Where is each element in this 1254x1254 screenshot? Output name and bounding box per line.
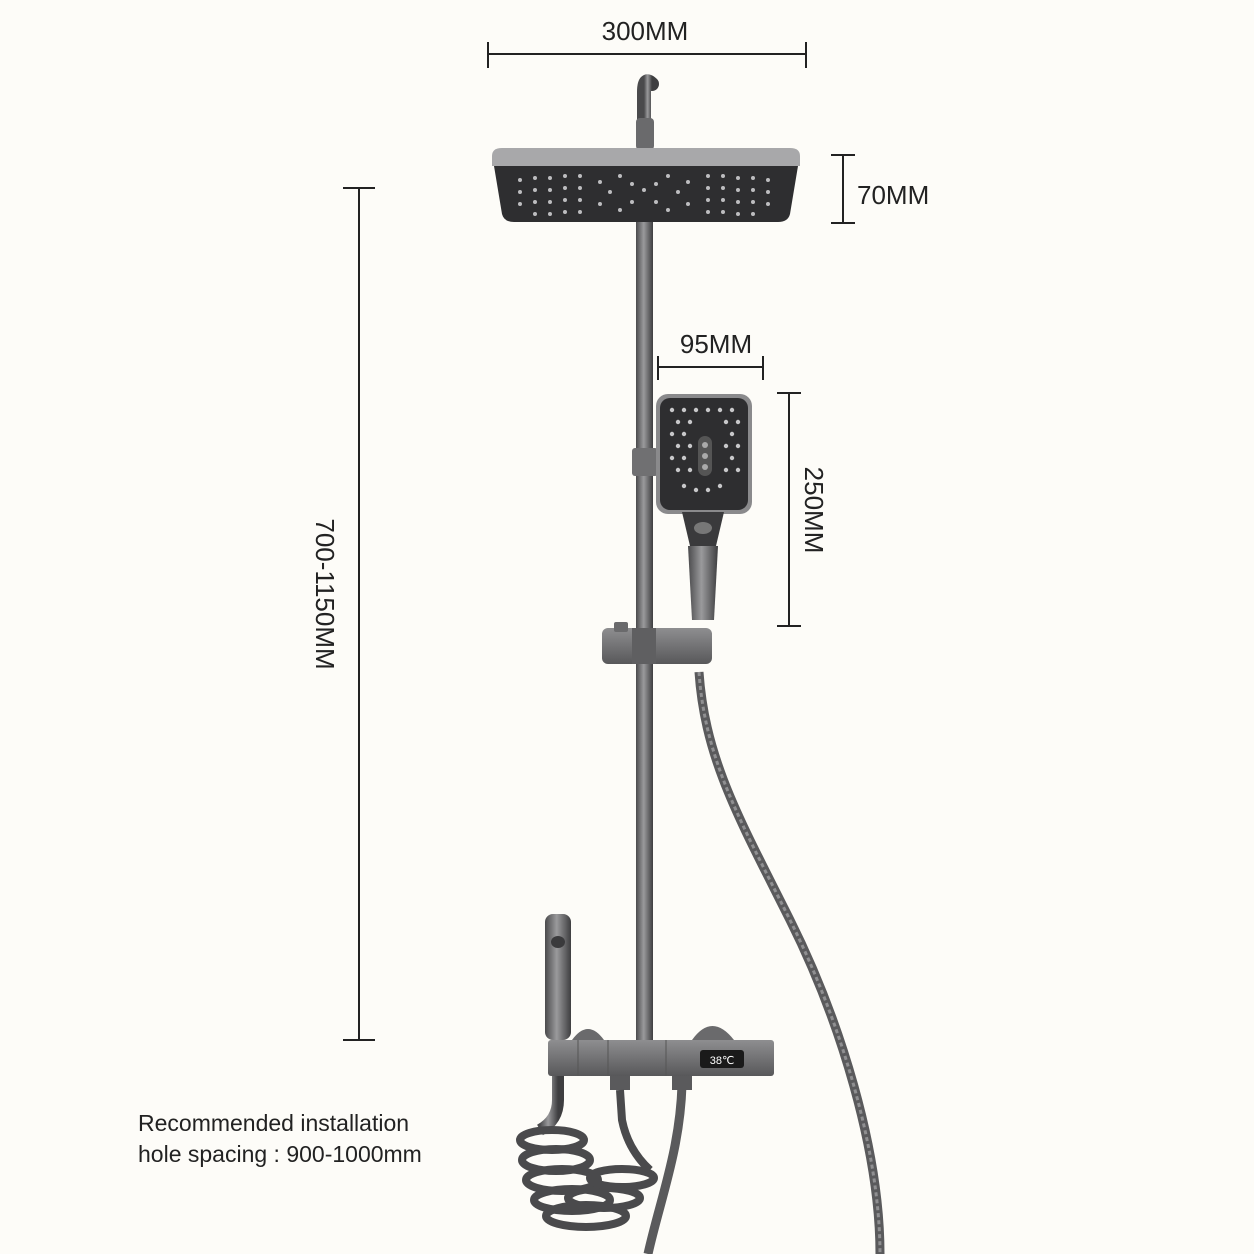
dimension-width-top-label: 300MM (602, 16, 689, 46)
lower-hose (643, 1084, 687, 1254)
rain-nozzles (518, 174, 770, 216)
temperature-display (700, 1050, 744, 1068)
handheld-nozzles (669, 407, 741, 493)
installation-note-line-2: hole spacing : 900-1000mm (138, 1141, 422, 1167)
slide-holder (602, 622, 712, 664)
bidet-sprayer (536, 914, 571, 1136)
coiled-hose (516, 1089, 658, 1231)
thermostatic-mixer: 38℃ (548, 1026, 774, 1090)
dimension-handheld-length (777, 392, 801, 627)
installation-note: Recommended installation hole spacing : … (138, 1108, 558, 1170)
shower-arm (637, 74, 659, 217)
dimension-handheld-width-label: 95MM (680, 329, 752, 359)
dimension-handheld-length-label: 250MM (799, 467, 829, 554)
installation-note-line-1: Recommended installation (138, 1110, 410, 1136)
rain-shower-head (492, 148, 800, 222)
dimension-handheld-width (657, 356, 764, 380)
dimension-height-range (343, 187, 375, 1041)
dimension-height-range-label: 700-1150MM (310, 518, 340, 669)
shower-hose (694, 671, 885, 1254)
temperature-readout: 38℃ (710, 1055, 735, 1067)
dimension-head-thickness-label: 70MM (857, 180, 929, 210)
dimension-head-thickness (831, 154, 855, 224)
handheld-shower (656, 394, 752, 620)
dimension-width-top (487, 42, 807, 68)
